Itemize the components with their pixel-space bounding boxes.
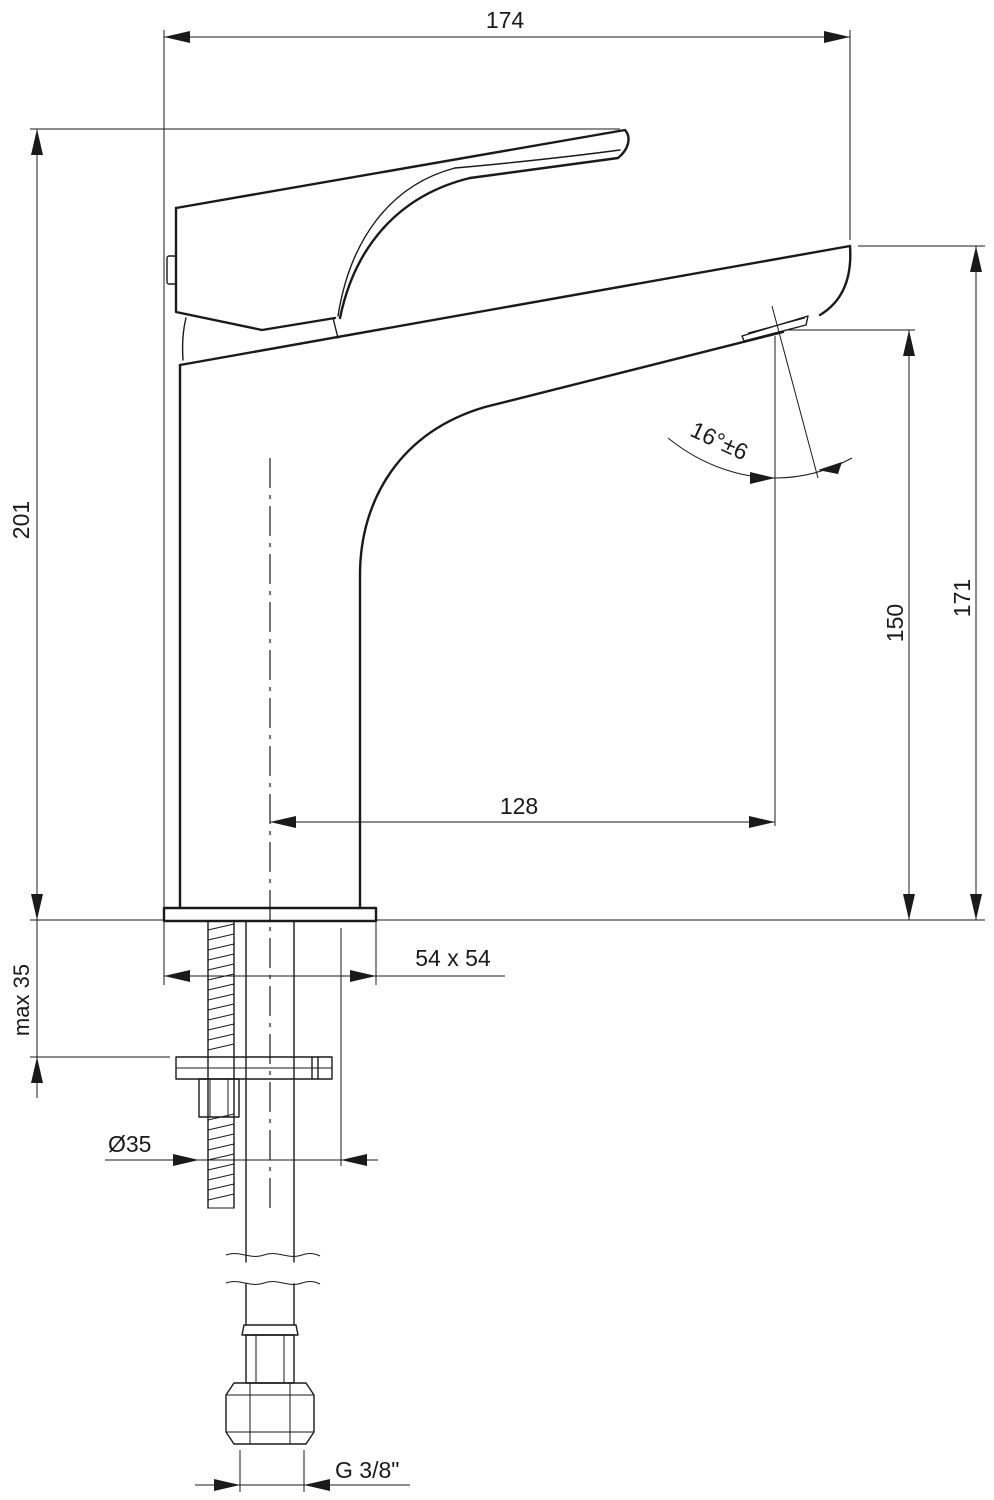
threaded-stud <box>207 920 235 1209</box>
dim-overall-height <box>31 129 43 920</box>
dim-angle <box>667 437 853 484</box>
outlet-height-label: 171 <box>949 579 975 617</box>
spout-height-label: 150 <box>882 604 908 642</box>
overall-width-label: 174 <box>486 7 525 33</box>
dim-spout-reach <box>270 816 775 828</box>
hose-connector <box>225 1324 315 1445</box>
dim-connection-thread <box>195 1479 410 1491</box>
dim-base-plate <box>164 970 505 982</box>
supply-hose <box>225 920 321 1326</box>
max-deck-label: max 35 <box>9 964 34 1036</box>
dim-hole-diameter <box>105 1154 378 1166</box>
lever-handle <box>166 128 630 361</box>
base-plate-label: 54 x 54 <box>415 945 491 971</box>
extension-lines <box>30 30 985 1492</box>
connection-thread-label: G 3/8" <box>335 1457 399 1483</box>
overall-height-label: 201 <box>8 501 34 539</box>
dim-outlet-height <box>970 246 982 920</box>
angle-label: 16°±6 <box>687 416 753 465</box>
fixing-plate <box>175 1056 333 1080</box>
spout-reach-label: 128 <box>500 793 538 819</box>
hole-diameter-label: Ø35 <box>108 1131 151 1157</box>
fixing-nut <box>198 1078 240 1118</box>
dim-max-deck <box>31 920 43 1098</box>
faucet-body <box>178 244 852 910</box>
dim-overall-width <box>164 31 850 43</box>
dim-spout-height <box>903 330 915 920</box>
